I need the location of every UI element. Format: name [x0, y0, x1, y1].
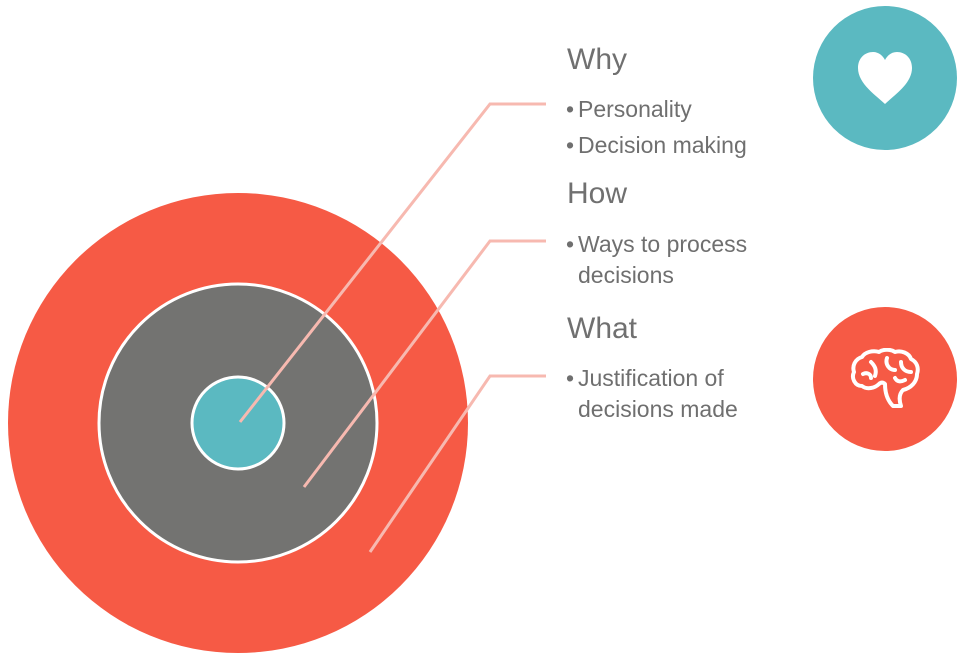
list-item: •Decision making — [566, 130, 747, 161]
connector-line-what — [368, 374, 546, 553]
brain-badge — [813, 307, 957, 451]
how-list: •Ways to process decisions — [566, 229, 747, 291]
list-item: •Justification of — [566, 363, 738, 394]
why-heading: Why — [567, 43, 627, 76]
brain-icon — [851, 348, 920, 408]
list-item: •Personality — [566, 94, 747, 125]
bullet-mark: • — [566, 365, 575, 391]
heart-icon — [858, 52, 912, 104]
heart-badge — [813, 6, 957, 150]
how-item-line-1: Ways to process — [578, 231, 748, 257]
inner-core-why — [190, 375, 286, 471]
how-item-line-2: decisions — [578, 262, 674, 288]
list-item: •Ways to process — [566, 229, 747, 260]
bullet-mark: • — [566, 96, 575, 122]
what-heading: What — [567, 312, 638, 345]
what-item-line-1: Justification of — [578, 365, 724, 391]
what-item-line-2: decisions made — [578, 396, 738, 422]
how-heading: How — [567, 177, 628, 210]
connector-line-why — [238, 102, 546, 423]
bullet-mark: • — [566, 231, 575, 257]
why-list: •Personality •Decision making — [566, 94, 747, 161]
connector-line-how — [302, 239, 546, 488]
bullet-mark: • — [566, 132, 575, 158]
what-list: •Justification of decisions made — [566, 363, 738, 425]
why-item-decision-making: Decision making — [578, 132, 747, 158]
why-item-personality: Personality — [578, 96, 692, 122]
